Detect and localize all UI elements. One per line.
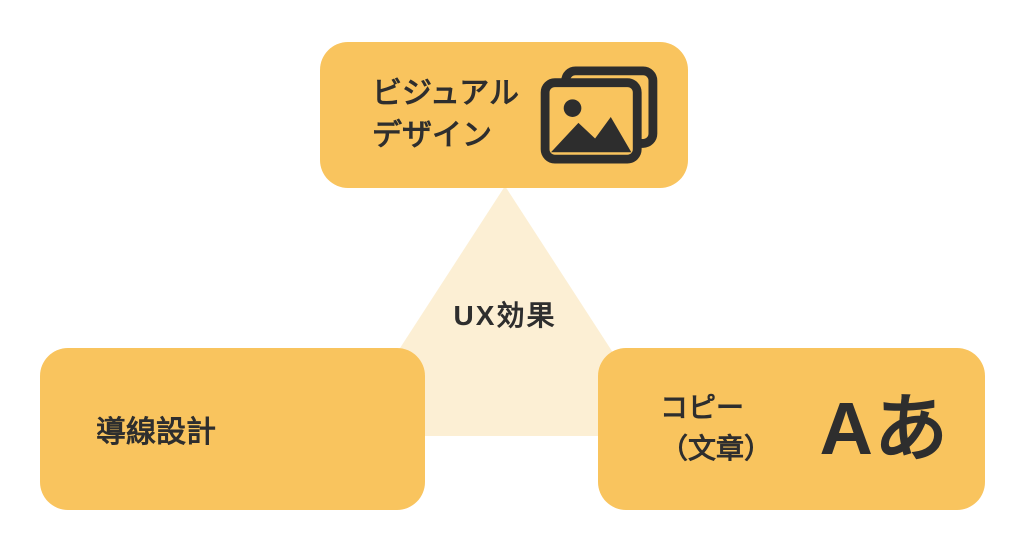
- node-visual-design-label: ビジュアル デザイン: [372, 73, 519, 157]
- node-copy-text: コピー （文章） Aあ: [598, 348, 985, 510]
- node-visual-design-label-line1: ビジュアル: [372, 77, 519, 110]
- center-label-ux-effect: UX効果: [453, 300, 557, 331]
- node-visual-design: ビジュアル デザイン: [320, 42, 688, 188]
- node-copy-text-label: コピー （文章）: [660, 388, 772, 469]
- node-visual-design-label-line2: デザイン: [372, 119, 492, 152]
- node-flow-design: 導線設計: [40, 348, 425, 510]
- photo-stack-icon: [540, 66, 658, 164]
- node-copy-text-label-line2: （文章）: [660, 433, 773, 464]
- node-flow-design-label: 導線設計: [96, 416, 216, 449]
- typography-sample-icon: Aあ: [819, 387, 949, 470]
- node-copy-text-label-line1: コピー: [660, 392, 745, 424]
